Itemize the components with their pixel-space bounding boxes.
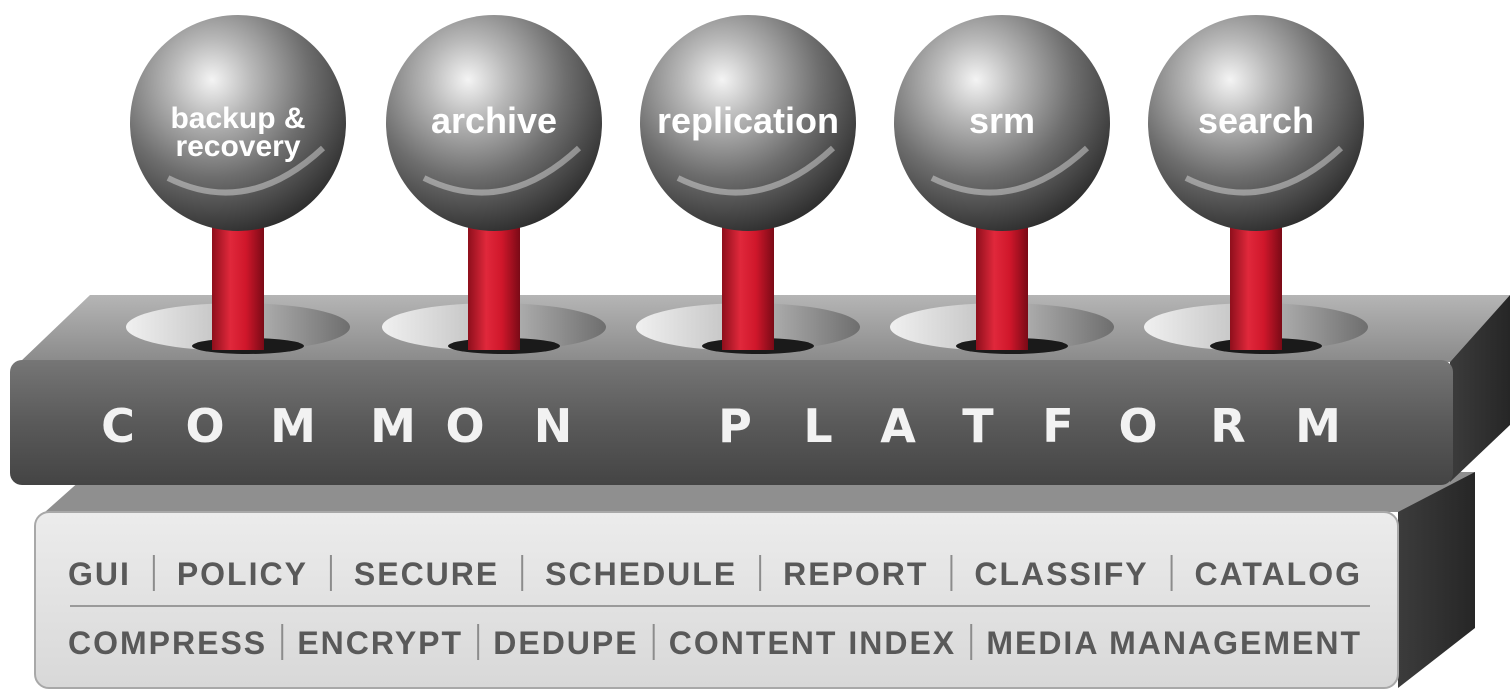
- platform-letter: C: [101, 399, 135, 453]
- red-stem: [1230, 215, 1282, 350]
- sphere-highlight: [1184, 145, 1344, 196]
- feature-label: SCHEDULE: [545, 556, 737, 592]
- pillar-3: replication: [636, 15, 860, 354]
- feature-block-side: [1398, 472, 1475, 688]
- pillar-1: backup &recovery: [126, 15, 350, 354]
- platform-letter: M: [270, 399, 316, 453]
- platform-letter: P: [718, 399, 752, 453]
- sphere: [640, 15, 856, 231]
- sphere-label: archive: [431, 100, 557, 141]
- sphere: [130, 15, 346, 231]
- feature-label: SECURE: [354, 556, 499, 592]
- red-stem: [468, 215, 520, 350]
- red-stem: [212, 215, 264, 350]
- red-stem: [722, 215, 774, 350]
- feature-label: REPORT: [783, 556, 928, 592]
- platform-letter: N: [534, 399, 573, 453]
- sphere-highlight: [166, 145, 326, 196]
- platform-letter: R: [1210, 399, 1245, 453]
- feature-row-2: COMPRESS ENCRYPT DEDUPE CONTENT INDEX MEDIA …: [68, 624, 1362, 661]
- platform-side: [1450, 295, 1510, 482]
- platform-block: [10, 295, 1510, 485]
- feature-label: COMPRESS: [68, 625, 267, 661]
- pillar-2: archive: [382, 15, 606, 354]
- platform-letter: O: [185, 399, 224, 453]
- pillars: backup &recovery archive replication srm sea…: [126, 15, 1368, 354]
- platform-letter: M: [1295, 399, 1341, 453]
- platform-front: [10, 360, 1453, 485]
- pillar-5: search: [1144, 15, 1368, 354]
- pillar-4: srm: [890, 15, 1114, 354]
- sphere-highlight: [930, 145, 1090, 196]
- sphere-label: search: [1198, 100, 1314, 141]
- sphere: [894, 15, 1110, 231]
- feature-label: CONTENT INDEX: [669, 625, 956, 661]
- platform-letter: O: [445, 399, 484, 453]
- platform-letter: T: [962, 399, 994, 453]
- platform-letter: M: [370, 399, 416, 453]
- feature-label: DEDUPE: [493, 625, 638, 661]
- feature-label: CATALOG: [1195, 556, 1362, 592]
- platform-letter: A: [880, 399, 916, 453]
- sphere-label: replication: [657, 100, 839, 141]
- sphere-label: backup &: [170, 102, 305, 135]
- feature-label: MEDIA MANAGEMENT: [986, 625, 1362, 661]
- platform-letter: L: [803, 399, 832, 453]
- sphere-highlight: [676, 145, 836, 196]
- feature-panel: [34, 511, 1399, 689]
- feature-label: POLICY: [177, 556, 308, 592]
- red-stem: [976, 215, 1028, 350]
- sphere-label: recovery: [175, 130, 300, 163]
- sphere: [1148, 15, 1364, 231]
- feature-row-1: GUI POLICY SECURE SCHEDULE REPORT CLASSIFY CAT…: [68, 555, 1362, 592]
- platform-letter: F: [1042, 399, 1073, 453]
- sphere-label: srm: [969, 100, 1035, 141]
- platform-letter: O: [1118, 399, 1157, 453]
- sphere: [386, 15, 602, 231]
- feature-label: ENCRYPT: [297, 625, 463, 661]
- sphere-highlight: [422, 145, 582, 196]
- feature-label: GUI: [68, 556, 131, 592]
- feature-label: CLASSIFY: [974, 556, 1148, 592]
